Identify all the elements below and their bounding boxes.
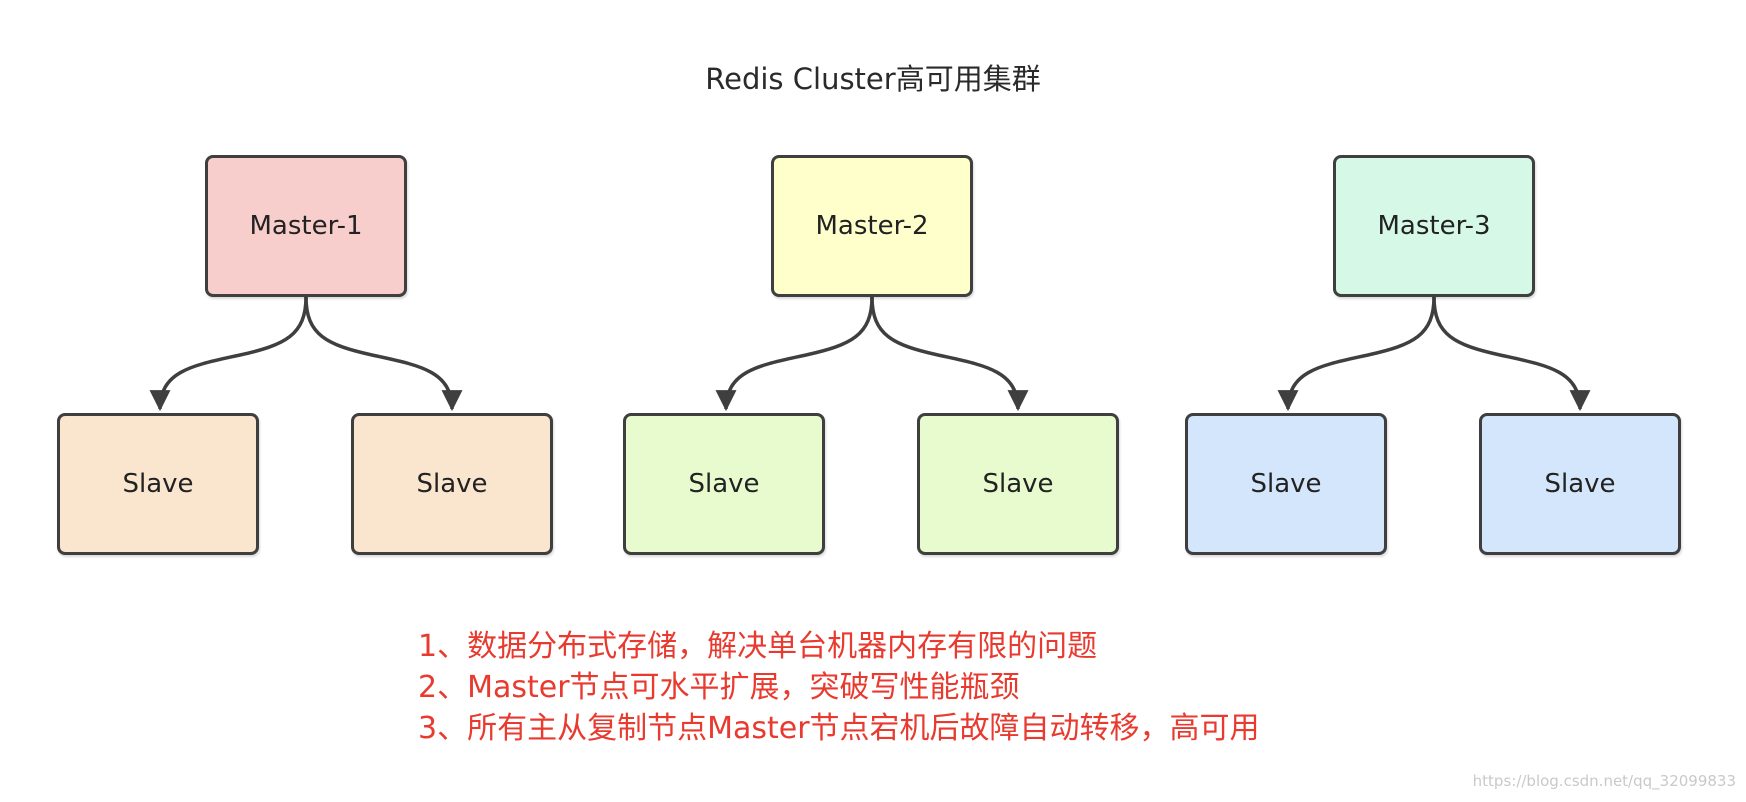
edge-master-1-slave-2 [304, 296, 463, 412]
slave-node-label: Slave [1544, 469, 1616, 499]
slave-node-label: Slave [1250, 469, 1322, 499]
master-node-label: Master-1 [249, 211, 363, 241]
diagram-title: Redis Cluster高可用集群 [705, 62, 1041, 96]
slave-node-label: Slave [122, 469, 194, 499]
slave-node-3: Slave [623, 413, 825, 555]
edge-master-2-slave-1 [715, 296, 874, 412]
slave-node-4: Slave [917, 413, 1119, 555]
master-node-3: Master-3 [1333, 155, 1535, 297]
slave-node-6: Slave [1479, 413, 1681, 555]
master-node-label: Master-3 [1377, 211, 1491, 241]
master-node-2: Master-2 [771, 155, 973, 297]
slave-node-1: Slave [57, 413, 259, 555]
slave-node-2: Slave [351, 413, 553, 555]
feature-notes: 1、数据分布式存储，解决单台机器内存有限的问题 2、Master节点可水平扩展，… [418, 626, 1260, 749]
note-line-2: 2、Master节点可水平扩展，突破写性能瓶颈 [418, 670, 1020, 705]
note-line-3: 3、所有主从复制节点Master节点宕机后故障自动转移，高可用 [418, 711, 1260, 746]
slave-node-label: Slave [416, 469, 488, 499]
note-line-1: 1、数据分布式存储，解决单台机器内存有限的问题 [418, 629, 1098, 664]
watermark: https://blog.csdn.net/qq_32099833 [1472, 772, 1736, 790]
edge-master-1-slave-1 [149, 296, 308, 412]
slave-node-label: Slave [688, 469, 760, 499]
slave-node-label: Slave [982, 469, 1054, 499]
edge-master-3-slave-1 [1277, 296, 1436, 412]
master-node-1: Master-1 [205, 155, 407, 297]
slave-node-5: Slave [1185, 413, 1387, 555]
master-node-label: Master-2 [815, 211, 929, 241]
edge-master-3-slave-2 [1432, 296, 1591, 412]
edge-master-2-slave-2 [870, 296, 1029, 412]
